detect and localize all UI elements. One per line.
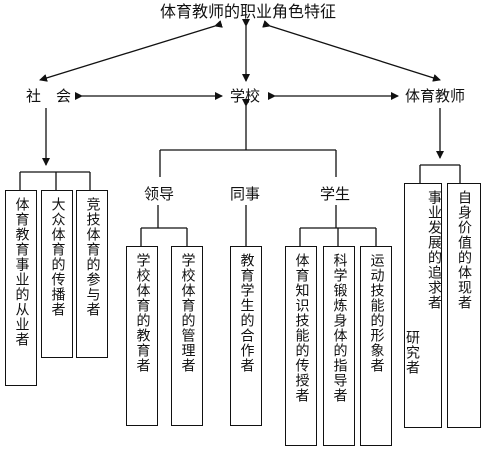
box-competitive-participant: 竞技体育的参与者 [76,190,108,358]
diagram-title: 体育教师的职业角色特征 [160,2,337,21]
arrow-title-teacher [262,20,441,82]
arrow-title-society [39,20,223,82]
node-student: 学生 [320,185,351,203]
node-leader: 领导 [144,185,175,203]
box-school-pe-manager: 学校体育的管理者 [171,246,203,426]
box-cooperator: 教育学生的合作者 [230,246,262,426]
box-skill-image: 运动技能的形象者 [360,246,392,446]
node-society: 社 会 [26,87,72,105]
box-exercise-guide-label: 科学锻炼身体的指导者 [331,253,348,403]
box-school-pe-educator: 学校体育的教育者 [126,246,158,426]
box-mass-sports-spreader-label: 大众体育的传播者 [49,197,66,317]
box-exercise-guide: 科学锻炼身体的指导者 [323,246,355,446]
box-cooperator-label: 教育学生的合作者 [238,253,255,373]
box-self-value-label: 自身价值的体现者 [456,190,472,310]
node-school: 学校 [230,87,261,105]
node-colleague: 同事 [230,185,261,203]
box-researcher-label: 研究者 [404,330,420,375]
box-school-pe-educator-label: 学校体育的教育者 [134,253,151,373]
box-competitive-participant-label: 竞技体育的参与者 [84,197,101,317]
box-mass-sports-spreader: 大众体育的传播者 [41,190,73,358]
box-self-value: 自身价值的体现者 [447,183,481,428]
node-teacher: 体育教师 [405,87,466,105]
box-knowledge-transmitter: 体育知识技能的传授者 [285,246,317,446]
box-knowledge-transmitter-label: 体育知识技能的传授者 [293,253,310,403]
box-career-pursuer: 事业发展的追求者 研究者 [404,183,442,428]
box-school-pe-manager-label: 学校体育的管理者 [179,253,196,373]
box-skill-image-label: 运动技能的形象者 [368,253,385,373]
box-practitioner: 体育教育事业的从业者 [5,190,37,386]
box-career-pursuer-label: 事业发展的追求者 [426,190,442,310]
box-practitioner-label: 体育教育事业的从业者 [13,197,30,347]
